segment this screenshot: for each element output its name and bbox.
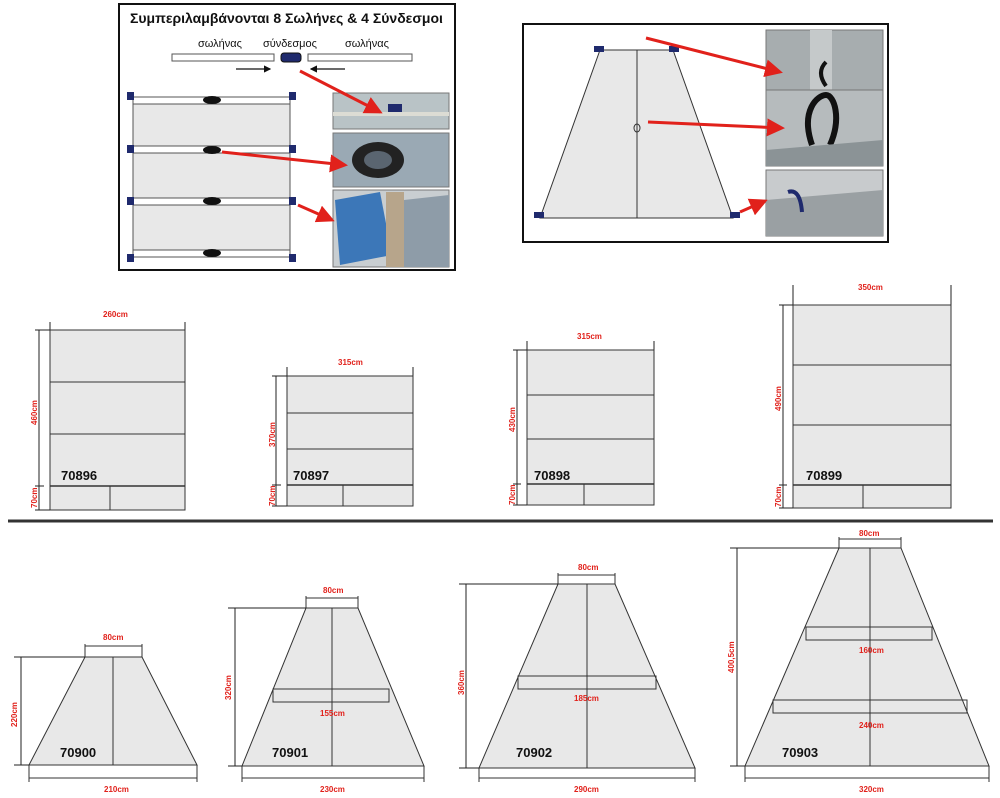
- trap-70902-code: 70902: [516, 745, 553, 760]
- trap-cover-70903: [730, 537, 990, 782]
- rect-70897-flap: 70cm: [268, 485, 277, 506]
- pipe-left: [171, 53, 275, 62]
- rect-70898-height: 430cm: [508, 407, 517, 432]
- rect-70896-code: 70896: [61, 468, 98, 483]
- trap-70901-code: 70901: [272, 745, 309, 760]
- trap-70903-code: 70903: [782, 745, 819, 760]
- trap-70901-bottom: 230cm: [320, 785, 345, 794]
- trap-70901-top: 80cm: [323, 586, 344, 595]
- rect-cover-70896: [35, 322, 186, 511]
- trap-70900-bottom: 210cm: [104, 785, 129, 794]
- trap-70903-top: 80cm: [859, 529, 880, 538]
- rect-70896-width: 260cm: [103, 310, 128, 319]
- rect-cover-70899: [779, 285, 952, 509]
- photo-strap-loop: [765, 89, 884, 167]
- rect-70899-flap: 70cm: [774, 486, 783, 507]
- rect-70898-flap: 70cm: [508, 484, 517, 505]
- pipe-label-left: σωλήνας: [198, 38, 242, 50]
- rect-70897-code: 70897: [293, 468, 330, 483]
- connector-label: σύνδεσμος: [263, 38, 317, 50]
- photo-buckle: [332, 132, 450, 188]
- rect-70897-height: 370cm: [268, 422, 277, 447]
- trap-70902-height: 360cm: [457, 670, 466, 695]
- rect-70899-width: 350cm: [858, 283, 883, 292]
- photo-strap: [332, 189, 450, 268]
- trap-70903-middle: 160cm: [859, 646, 884, 655]
- trap-70900-height: 220cm: [10, 702, 19, 727]
- trap-70903-middle2: 240cm: [859, 721, 884, 730]
- rect-70896-flap: 70cm: [30, 487, 39, 508]
- trap-70900-top: 80cm: [103, 633, 124, 642]
- trap-70903-bottom: 320cm: [859, 785, 884, 794]
- trap-cover-70902: [459, 573, 696, 782]
- rect-cover-70897: [272, 367, 414, 507]
- trap-70901-middle: 155cm: [320, 709, 345, 718]
- rect-70898-width: 315cm: [577, 332, 602, 341]
- rect-70897-width: 315cm: [338, 358, 363, 367]
- cover-with-pipes: [127, 92, 296, 262]
- rect-70898-code: 70898: [534, 468, 571, 483]
- photo-strap-top: [765, 29, 884, 91]
- trap-cover-70900: [14, 644, 198, 782]
- rect-cover-70898: [513, 341, 655, 506]
- rect-70896-height: 460cm: [30, 400, 39, 425]
- photo-strap-corner: [765, 169, 884, 237]
- trap-70902-bottom: 290cm: [574, 785, 599, 794]
- panel-title: Συμπεριλαμβάνονται 8 Σωλήνες & 4 Σύνδεσμ…: [130, 10, 443, 26]
- trap-70902-top: 80cm: [578, 563, 599, 572]
- trap-70900-code: 70900: [60, 745, 97, 760]
- pipe-right: [307, 53, 413, 62]
- pipe-label-right: σωλήνας: [345, 38, 389, 50]
- rect-70899-code: 70899: [806, 468, 843, 483]
- trap-70902-middle: 185cm: [574, 694, 599, 703]
- trap-cover-70901: [228, 596, 425, 782]
- rect-70899-height: 490cm: [774, 386, 783, 411]
- trap-70901-height: 320cm: [224, 675, 233, 700]
- connector-part: [280, 52, 302, 63]
- trap-70903-height: 400,5cm: [727, 641, 736, 673]
- trapezoid-strap-drawing: [534, 46, 740, 219]
